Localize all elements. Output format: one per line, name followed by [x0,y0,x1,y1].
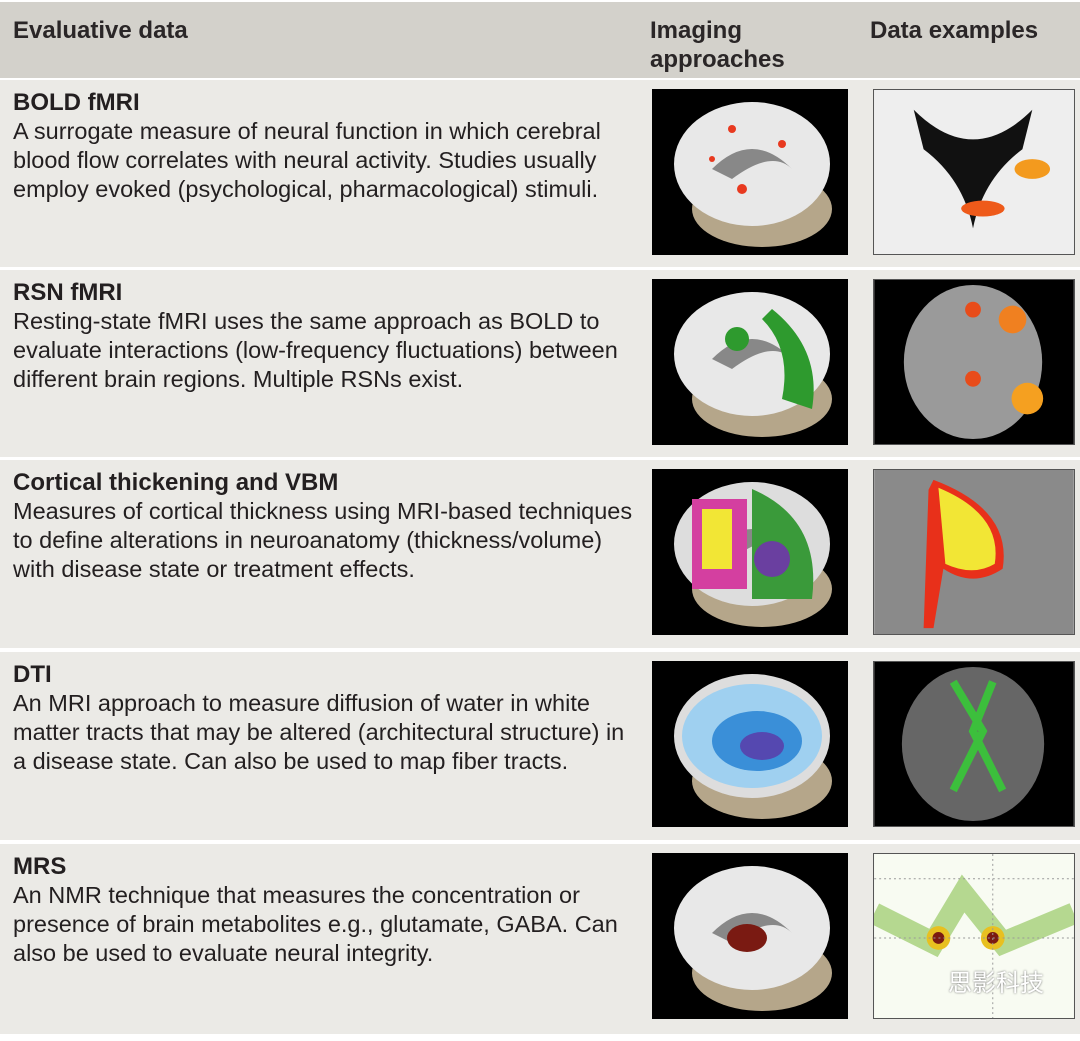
data-example-image [874,470,1074,634]
row-description: An MRI approach to measure diffusion of … [13,690,625,774]
row-description: An NMR technique that measures the conce… [13,882,618,966]
imaging-approach-image [652,279,848,445]
row-title: DTI [13,661,52,688]
table-row: RSN fMRI Resting-state fMRI uses the sam… [0,270,1080,457]
row-title: BOLD fMRI [13,89,140,116]
row-title: MRS [13,853,67,880]
mrs-spectrum-map [874,854,1074,1018]
data-example [873,279,1075,445]
brain-3d-render [652,89,848,255]
row-description: Measures of cortical thickness using MRI… [13,498,633,582]
brain-3d-render [652,279,848,445]
row-title: RSN fMRI [13,279,123,306]
imaging-approach-image [652,661,848,827]
watermark: 思影科技 [948,970,1044,997]
row-description: A surrogate measure of neural function i… [13,118,601,202]
row-description: Resting-state fMRI uses the same approac… [13,308,618,392]
table-row: BOLD fMRI A surrogate measure of neural … [0,80,1080,267]
imaging-approach-image [652,853,848,1019]
brain-3d-render [652,853,848,1019]
data-example [873,89,1075,255]
table-row: DTI An MRI approach to measure diffusion… [0,652,1080,840]
imaging-approach-image [652,89,848,255]
header-data-examples: Data examples [870,17,1039,44]
brain-3d-render [652,661,848,827]
header-evaluative-data: Evaluative data [13,17,188,44]
table-row: MRS An NMR technique that measures the c… [0,844,1080,1034]
imaging-approach-image [652,469,848,635]
data-example-image [874,90,1074,254]
data-example-image [874,280,1074,444]
header-imaging-approaches: Imaging approaches [650,17,785,73]
table-header: Evaluative data Imaging approaches Data … [0,2,1080,78]
data-example [873,661,1075,827]
data-example: 思影科技 [873,853,1075,1019]
row-title: Cortical thickening and VBM [13,469,339,496]
data-example-image [874,662,1074,826]
brain-3d-render [652,469,848,635]
table-row: Cortical thickening and VBM Measures of … [0,460,1080,648]
data-example [873,469,1075,635]
